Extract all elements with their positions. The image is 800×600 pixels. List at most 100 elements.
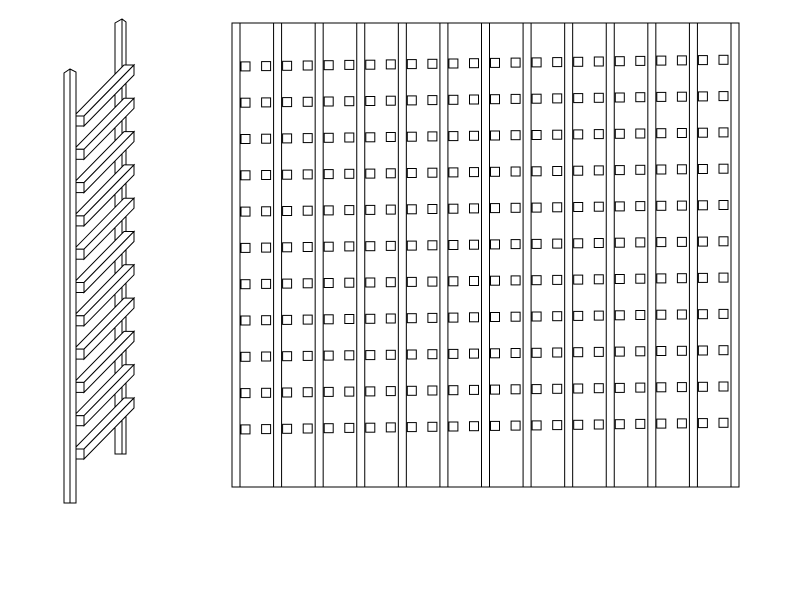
slat-end <box>448 276 459 287</box>
slat-end <box>573 56 584 67</box>
slat-end <box>531 347 542 358</box>
slat-end <box>510 239 521 250</box>
slat-end <box>406 131 417 142</box>
slat-end <box>282 206 293 216</box>
slat-end <box>510 384 521 395</box>
slat-end <box>240 315 251 326</box>
slat-end <box>261 387 272 398</box>
slat-end <box>302 242 313 252</box>
slat-end <box>697 200 708 211</box>
slat-end <box>656 164 667 175</box>
slat-end <box>614 346 625 357</box>
slat-end <box>510 130 521 141</box>
slat-end <box>323 205 334 216</box>
slat-end <box>531 130 542 140</box>
slat-end <box>552 274 563 285</box>
slat-end <box>552 202 563 213</box>
slat-end <box>261 61 272 72</box>
rack-rung <box>72 263 136 328</box>
slat-end <box>302 60 313 71</box>
slat-end <box>510 57 521 68</box>
slat-end <box>656 309 667 320</box>
slat-end <box>697 345 708 356</box>
slat-end <box>406 385 417 396</box>
slat-end <box>552 129 563 140</box>
slat-end <box>676 200 687 211</box>
slat-end <box>552 383 563 394</box>
slat-end <box>573 165 584 176</box>
slat-end <box>365 96 376 106</box>
slat-end <box>656 418 667 429</box>
slat-end <box>573 310 584 321</box>
slat-end <box>614 128 625 139</box>
slat-end <box>427 276 438 287</box>
slat-end <box>510 202 521 213</box>
slat-end <box>697 272 708 283</box>
slat-end <box>385 422 396 433</box>
slat-end <box>406 204 417 215</box>
slat-end <box>323 60 334 71</box>
slat-end <box>614 419 625 430</box>
slat-end <box>406 168 417 178</box>
slat-end <box>469 203 479 214</box>
slat-end <box>510 420 521 431</box>
slat-end <box>448 385 459 396</box>
slat-end <box>282 97 293 108</box>
slat-end <box>552 57 563 68</box>
slat-end <box>573 419 584 430</box>
slat-end <box>385 204 396 215</box>
slat-end <box>344 422 355 433</box>
slat-end <box>573 383 584 394</box>
slat-end <box>427 167 438 178</box>
slat-end <box>490 312 500 322</box>
slat-end <box>261 351 272 362</box>
slat-end <box>531 57 542 68</box>
slat-end <box>427 312 438 323</box>
slat-end <box>385 59 396 70</box>
slat-end <box>323 386 334 397</box>
slat-end <box>365 350 376 361</box>
slat-end <box>676 164 687 175</box>
slat-end <box>427 131 438 142</box>
slat-end <box>614 201 625 212</box>
slat-end <box>697 418 708 429</box>
slat-end <box>240 388 251 399</box>
slat-end <box>531 384 542 395</box>
slat-end <box>490 275 500 286</box>
slat-end <box>240 242 251 253</box>
slat-end <box>531 275 542 286</box>
slat-end <box>573 274 584 285</box>
slat-end <box>282 242 293 253</box>
slat-end <box>490 57 500 68</box>
slat-end <box>469 58 479 69</box>
vertical-post <box>439 22 449 488</box>
slat-end <box>718 91 729 102</box>
slat-end <box>718 200 729 210</box>
slat-end <box>490 420 500 431</box>
slat-end <box>448 203 459 214</box>
vertical-post <box>314 22 324 488</box>
slat-end <box>718 308 729 319</box>
slat-end <box>406 313 417 324</box>
slat-end <box>593 56 604 67</box>
slat-end <box>490 94 500 105</box>
slat-end <box>656 346 667 356</box>
slat-end <box>593 383 604 394</box>
slat-end <box>323 423 334 434</box>
front-elevation-view <box>231 22 740 488</box>
slat-end <box>282 351 293 362</box>
slat-end <box>676 91 687 102</box>
slat-end <box>344 314 355 324</box>
slat-end <box>302 278 313 289</box>
slat-end <box>635 346 646 357</box>
vertical-post <box>356 22 366 488</box>
vertical-post <box>481 22 490 488</box>
vertical-post <box>522 22 532 488</box>
slat-end <box>323 350 334 361</box>
slat-end <box>406 95 417 106</box>
rack-rung <box>72 396 136 461</box>
slat-end <box>469 276 479 286</box>
slat-end <box>593 129 604 140</box>
slat-end <box>240 351 251 362</box>
slat-end <box>302 314 313 325</box>
